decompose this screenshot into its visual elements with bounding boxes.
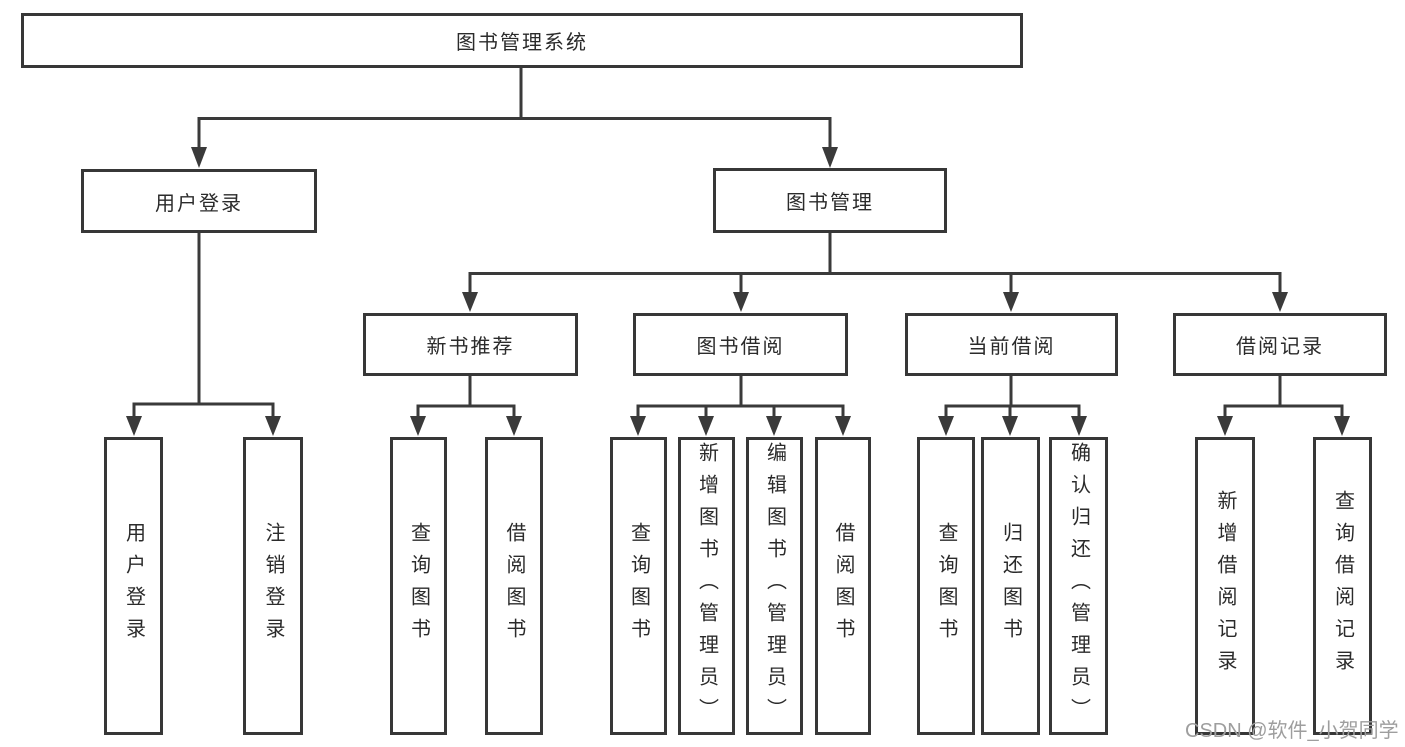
- csdn-watermark: CSDN @软件_小贺同学: [1185, 720, 1399, 742]
- node-current-borrow-label: 当前借阅: [967, 336, 1056, 358]
- leaf-query-books-current: 查询图书: [917, 437, 975, 735]
- leaf-query-borrow-record-label: 查询借阅记录: [1331, 490, 1354, 682]
- leaf-edit-book-admin-label: 编辑图书（管理员）: [763, 442, 786, 730]
- leaf-logout-label: 注销登录: [262, 522, 284, 650]
- leaf-query-books-recommend-label: 查询图书: [407, 522, 430, 650]
- leaf-query-books-borrow-label: 查询图书: [627, 522, 650, 650]
- leaf-edit-book-admin: 编辑图书（管理员）: [746, 437, 803, 735]
- node-user-login-label: 用户登录: [155, 192, 243, 215]
- leaf-logout: 注销登录: [243, 437, 303, 735]
- node-borrow-records: 借阅记录: [1173, 313, 1387, 376]
- connector-current-borrow-to-leaves: [938, 376, 1087, 436]
- node-new-book-recommend: 新书推荐: [363, 313, 578, 376]
- connector-new-book-recommend-to-leaves: [410, 376, 522, 436]
- connector-user-login-to-leaves: [126, 233, 281, 436]
- node-book-borrow-label: 图书借阅: [696, 336, 785, 358]
- connector-root-to-level2: [191, 68, 838, 168]
- node-book-management: 图书管理: [713, 168, 947, 233]
- connector-borrow-records-to-leaves: [1217, 376, 1350, 436]
- connector-book-management-to-level3: [462, 233, 1288, 312]
- leaf-borrow-books-recommend: 借阅图书: [485, 437, 543, 735]
- leaf-borrow-books-label: 借阅图书: [832, 522, 854, 650]
- node-new-book-recommend-label: 新书推荐: [426, 336, 515, 358]
- node-borrow-records-label: 借阅记录: [1236, 336, 1324, 358]
- node-book-management-label: 图书管理: [786, 192, 874, 214]
- leaf-add-borrow-record: 新增借阅记录: [1195, 437, 1255, 735]
- leaf-confirm-return-admin-label: 确认归还（管理员）: [1067, 442, 1090, 730]
- leaf-add-book-admin-label: 新增图书（管理员）: [695, 442, 718, 730]
- node-root: 图书管理系统: [21, 13, 1023, 68]
- leaf-borrow-books-recommend-label: 借阅图书: [503, 522, 525, 650]
- node-root-label: 图书管理系统: [456, 32, 588, 54]
- leaf-query-books-recommend: 查询图书: [390, 437, 447, 735]
- leaf-return-books: 归还图书: [981, 437, 1040, 735]
- leaf-user-login: 用户登录: [104, 437, 163, 735]
- leaf-add-book-admin: 新增图书（管理员）: [678, 437, 735, 735]
- node-current-borrow: 当前借阅: [905, 313, 1118, 376]
- leaf-return-books-label: 归还图书: [999, 522, 1022, 650]
- leaf-query-borrow-record: 查询借阅记录: [1313, 437, 1372, 735]
- node-user-login: 用户登录: [81, 169, 317, 233]
- leaf-borrow-books: 借阅图书: [815, 437, 871, 735]
- connector-book-borrow-to-leaves: [630, 376, 851, 436]
- leaf-confirm-return-admin: 确认归还（管理员）: [1049, 437, 1108, 735]
- leaf-query-books-current-label: 查询图书: [935, 522, 957, 650]
- leaf-query-books-borrow: 查询图书: [610, 437, 667, 735]
- leaf-user-login-label: 用户登录: [122, 522, 145, 650]
- leaf-add-borrow-record-label: 新增借阅记录: [1214, 490, 1236, 682]
- node-book-borrow: 图书借阅: [633, 313, 848, 376]
